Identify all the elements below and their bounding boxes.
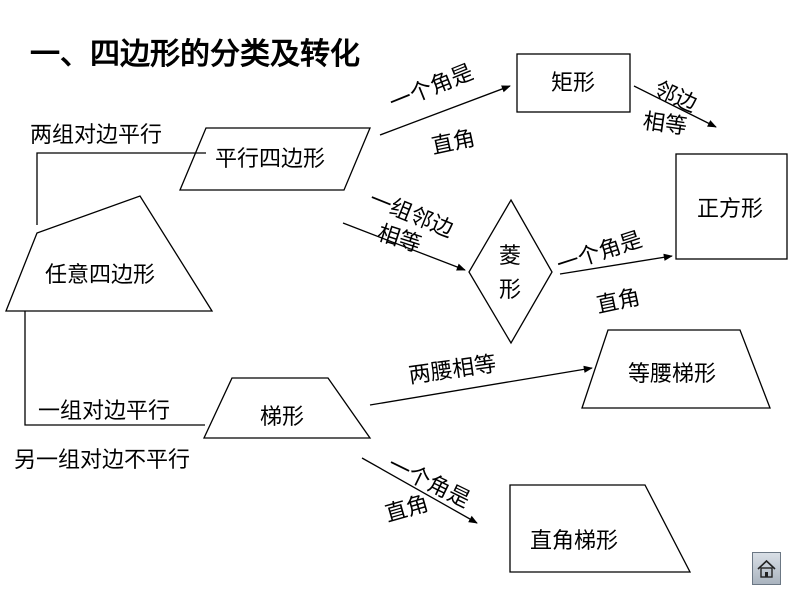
two-pairs-parallel-label: 两组对边平行 (30, 123, 163, 148)
trapezoid-shape (202, 377, 372, 439)
rectangle-shape (516, 53, 631, 113)
square-shape (675, 153, 788, 260)
two-pairs-parallel-bracket (36, 152, 206, 225)
trapezoid-to-isosceles-arrow (369, 365, 593, 406)
isosceles-trapezoid-label: 等腰梯形 (628, 362, 717, 387)
isosceles-trapezoid-shape (581, 329, 771, 409)
trapezoid-to-right-trapezoid-arrow (361, 457, 478, 524)
home-icon (757, 559, 776, 578)
square-label: 正方形 (697, 197, 764, 222)
rect-to-square-condition-bottom: 相等 (641, 109, 689, 141)
home-button[interactable] (752, 552, 781, 585)
right-trapezoid-label: 直角梯形 (530, 529, 619, 554)
rhombus-to-square-arrow (559, 253, 673, 275)
other-pair-not-parallel-label: 另一组对边不平行 (14, 448, 191, 473)
rhombus-label-line2: 形 (499, 278, 522, 303)
rhombus-shape (468, 198, 553, 345)
arbitrary-quadrilateral-label: 任意四边形 (45, 263, 156, 288)
right-trapezoid-shape (509, 484, 692, 573)
parallelogram-to-rectangle-arrow (379, 85, 511, 136)
one-pair-parallel-bracket (24, 311, 205, 426)
parallelogram-shape (179, 127, 371, 191)
one-pair-parallel-label: 一组对边平行 (38, 399, 171, 424)
page-title: 一、四边形的分类及转化 (30, 37, 360, 72)
parallelogram-to-rhombus-arrow (342, 222, 466, 271)
rhombus-label-line1: 菱 (499, 244, 522, 269)
arbitrary-quadrilateral-shape (5, 195, 214, 312)
trapezoid-label: 梯形 (260, 405, 305, 430)
rectangle-label: 矩形 (551, 71, 596, 96)
parallelogram-label: 平行四边形 (215, 147, 326, 172)
rectangle-to-square-arrow (633, 85, 717, 128)
